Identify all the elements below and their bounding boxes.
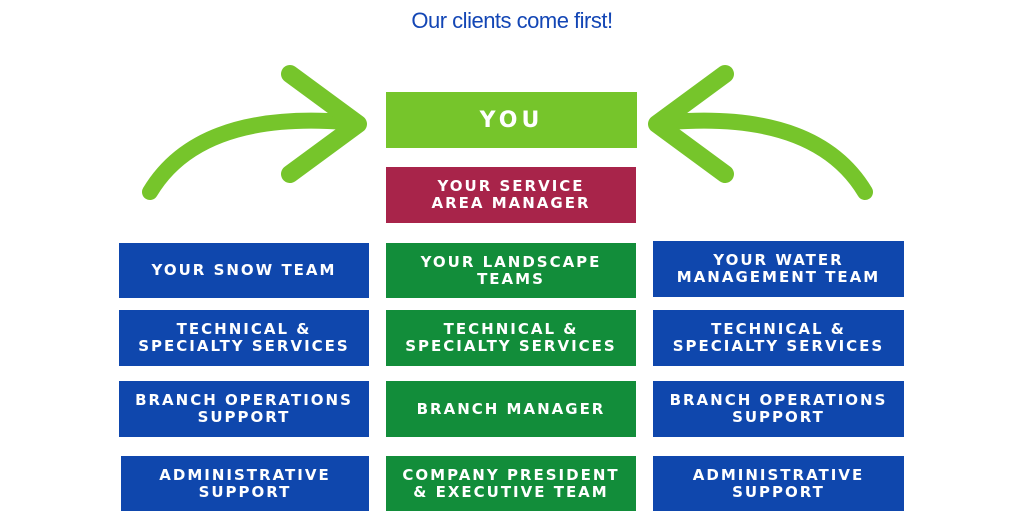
company-president-box: COMPANY PRESIDENT & EXECUTIVE TEAM [386,456,636,511]
service-area-manager-box: YOUR SERVICE AREA MANAGER [386,167,636,223]
page-title: Our clients come first! [411,8,613,33]
left-technical-specialty-box: TECHNICAL & SPECIALTY SERVICES [119,310,369,366]
water-management-team-box: YOUR WATER MANAGEMENT TEAM [653,241,904,297]
curved-arrow-right-icon [648,65,873,200]
middle-technical-specialty-box: TECHNICAL & SPECIALTY SERVICES [386,310,636,366]
right-administrative-support-box: ADMINISTRATIVE SUPPORT [653,456,904,511]
landscape-teams-box: YOUR LANDSCAPE TEAMS [386,243,636,298]
branch-manager-box: BRANCH MANAGER [386,381,636,437]
you-box: YOU [386,92,637,148]
left-administrative-support-box: ADMINISTRATIVE SUPPORT [121,456,369,511]
right-technical-specialty-box: TECHNICAL & SPECIALTY SERVICES [653,310,904,366]
right-branch-operations-box: BRANCH OPERATIONS SUPPORT [653,381,904,437]
curved-arrow-left-icon [142,65,367,200]
snow-team-box: YOUR SNOW TEAM [119,243,369,298]
left-branch-operations-box: BRANCH OPERATIONS SUPPORT [119,381,369,437]
